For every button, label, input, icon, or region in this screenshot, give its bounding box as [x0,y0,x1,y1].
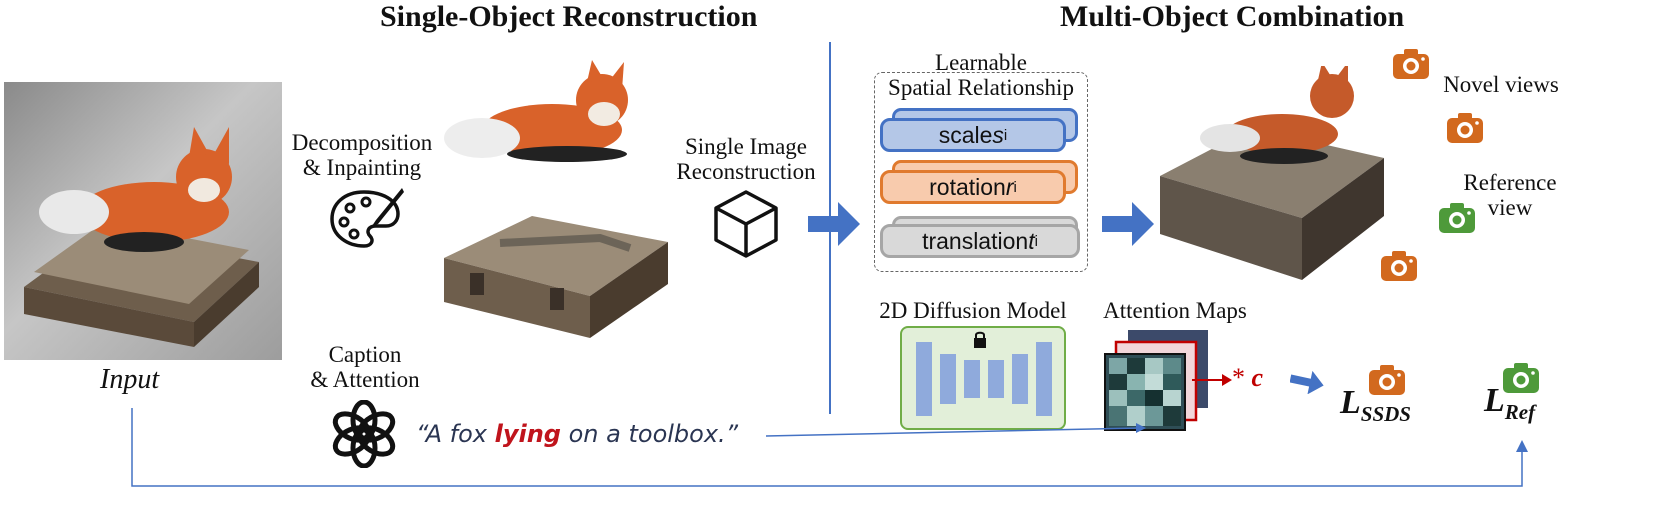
loss-ref-main: L [1484,382,1505,419]
attention-op: * [1232,363,1252,392]
rotation-text: rotation [929,173,1006,200]
openai-logo-icon [332,400,396,468]
loss-ssds-main: L [1340,384,1361,421]
loss-ssds-sub: SSDS [1360,401,1411,426]
reference-view-label: Reference view [1450,170,1570,220]
camera-novel-icon [1381,251,1417,281]
learnable-line1: Learnable [935,50,1027,75]
translation-sub: i [1034,232,1038,250]
caption-attention-label: Caption & Attention [290,342,440,392]
arrow-right-small-icon [1290,370,1324,394]
caption-open: “A fox [416,420,495,448]
input-to-ref-line [131,408,1523,487]
decomposition-line1: Decomposition [291,130,433,155]
caption-sentence: “A fox lying on a toolbox.” [416,420,738,448]
single-image-line1: Single Image [685,134,807,159]
attention-maps-label: Attention Maps [1103,298,1247,323]
camera-novel-icon [1393,49,1429,79]
input-image [4,82,282,360]
caption-attention-line1: Caption [328,342,402,367]
single-image-line2: Reconstruction [676,159,816,184]
caption-to-attention-line [765,427,1141,437]
camera-novel-icon [1447,113,1483,143]
lock-icon [974,331,986,348]
scale-var: s [992,121,1004,148]
caption-close: on a toolbox.” [560,420,739,448]
attention-var: c [1251,363,1264,392]
caption-attention-line2: & Attention [310,367,420,392]
caption-highlight-word: lying [494,420,561,448]
scale-text: scale [938,121,993,148]
attention-maps-stack [1104,330,1208,431]
reference-line1: Reference [1463,170,1557,195]
title-single-object: Single-Object Reconstruction [380,0,758,33]
camera-ref-icon [1503,363,1539,393]
decomposition-line2: & Inpainting [302,155,422,180]
learnable-line2: Spatial Relationship [888,75,1074,100]
fox-image [444,60,628,162]
translation-text: translation [922,227,1029,254]
title-multi-object: Multi-Object Combination [1060,0,1405,33]
decomposition-label: Decomposition & Inpainting [282,130,442,180]
cube-icon [714,190,778,258]
learnable-spatial-label: Learnable Spatial Relationship [868,50,1094,100]
learnable-params-group [874,72,1088,272]
loss-ssds: LSSDS [1340,384,1411,427]
camera-reference-icon [1439,203,1475,233]
arrow-right-icon [1102,202,1154,246]
combined-scene-image [1160,66,1384,280]
rotation-var: r [1005,173,1014,200]
camera-ssds-icon [1369,365,1405,395]
reference-line2: view [1487,195,1533,220]
translation-var: t [1028,227,1035,254]
diffusion-label: 2D Diffusion Model [879,298,1067,323]
toolbox-image [444,216,668,338]
scale-sub: i [1003,126,1008,144]
rotation-sub: i [1013,178,1017,196]
attention-red-arrow [1192,374,1232,386]
single-image-reconstruction-label: Single Image Reconstruction [668,134,824,184]
input-label: Input [100,364,160,395]
loss-ref: LRef [1484,382,1535,425]
attention-weight: * c [1232,363,1263,393]
arrow-right-icon [808,202,860,246]
loss-ref-sub: Ref [1504,399,1536,424]
novel-views-label: Novel views [1443,72,1559,97]
palette-icon [330,188,404,248]
